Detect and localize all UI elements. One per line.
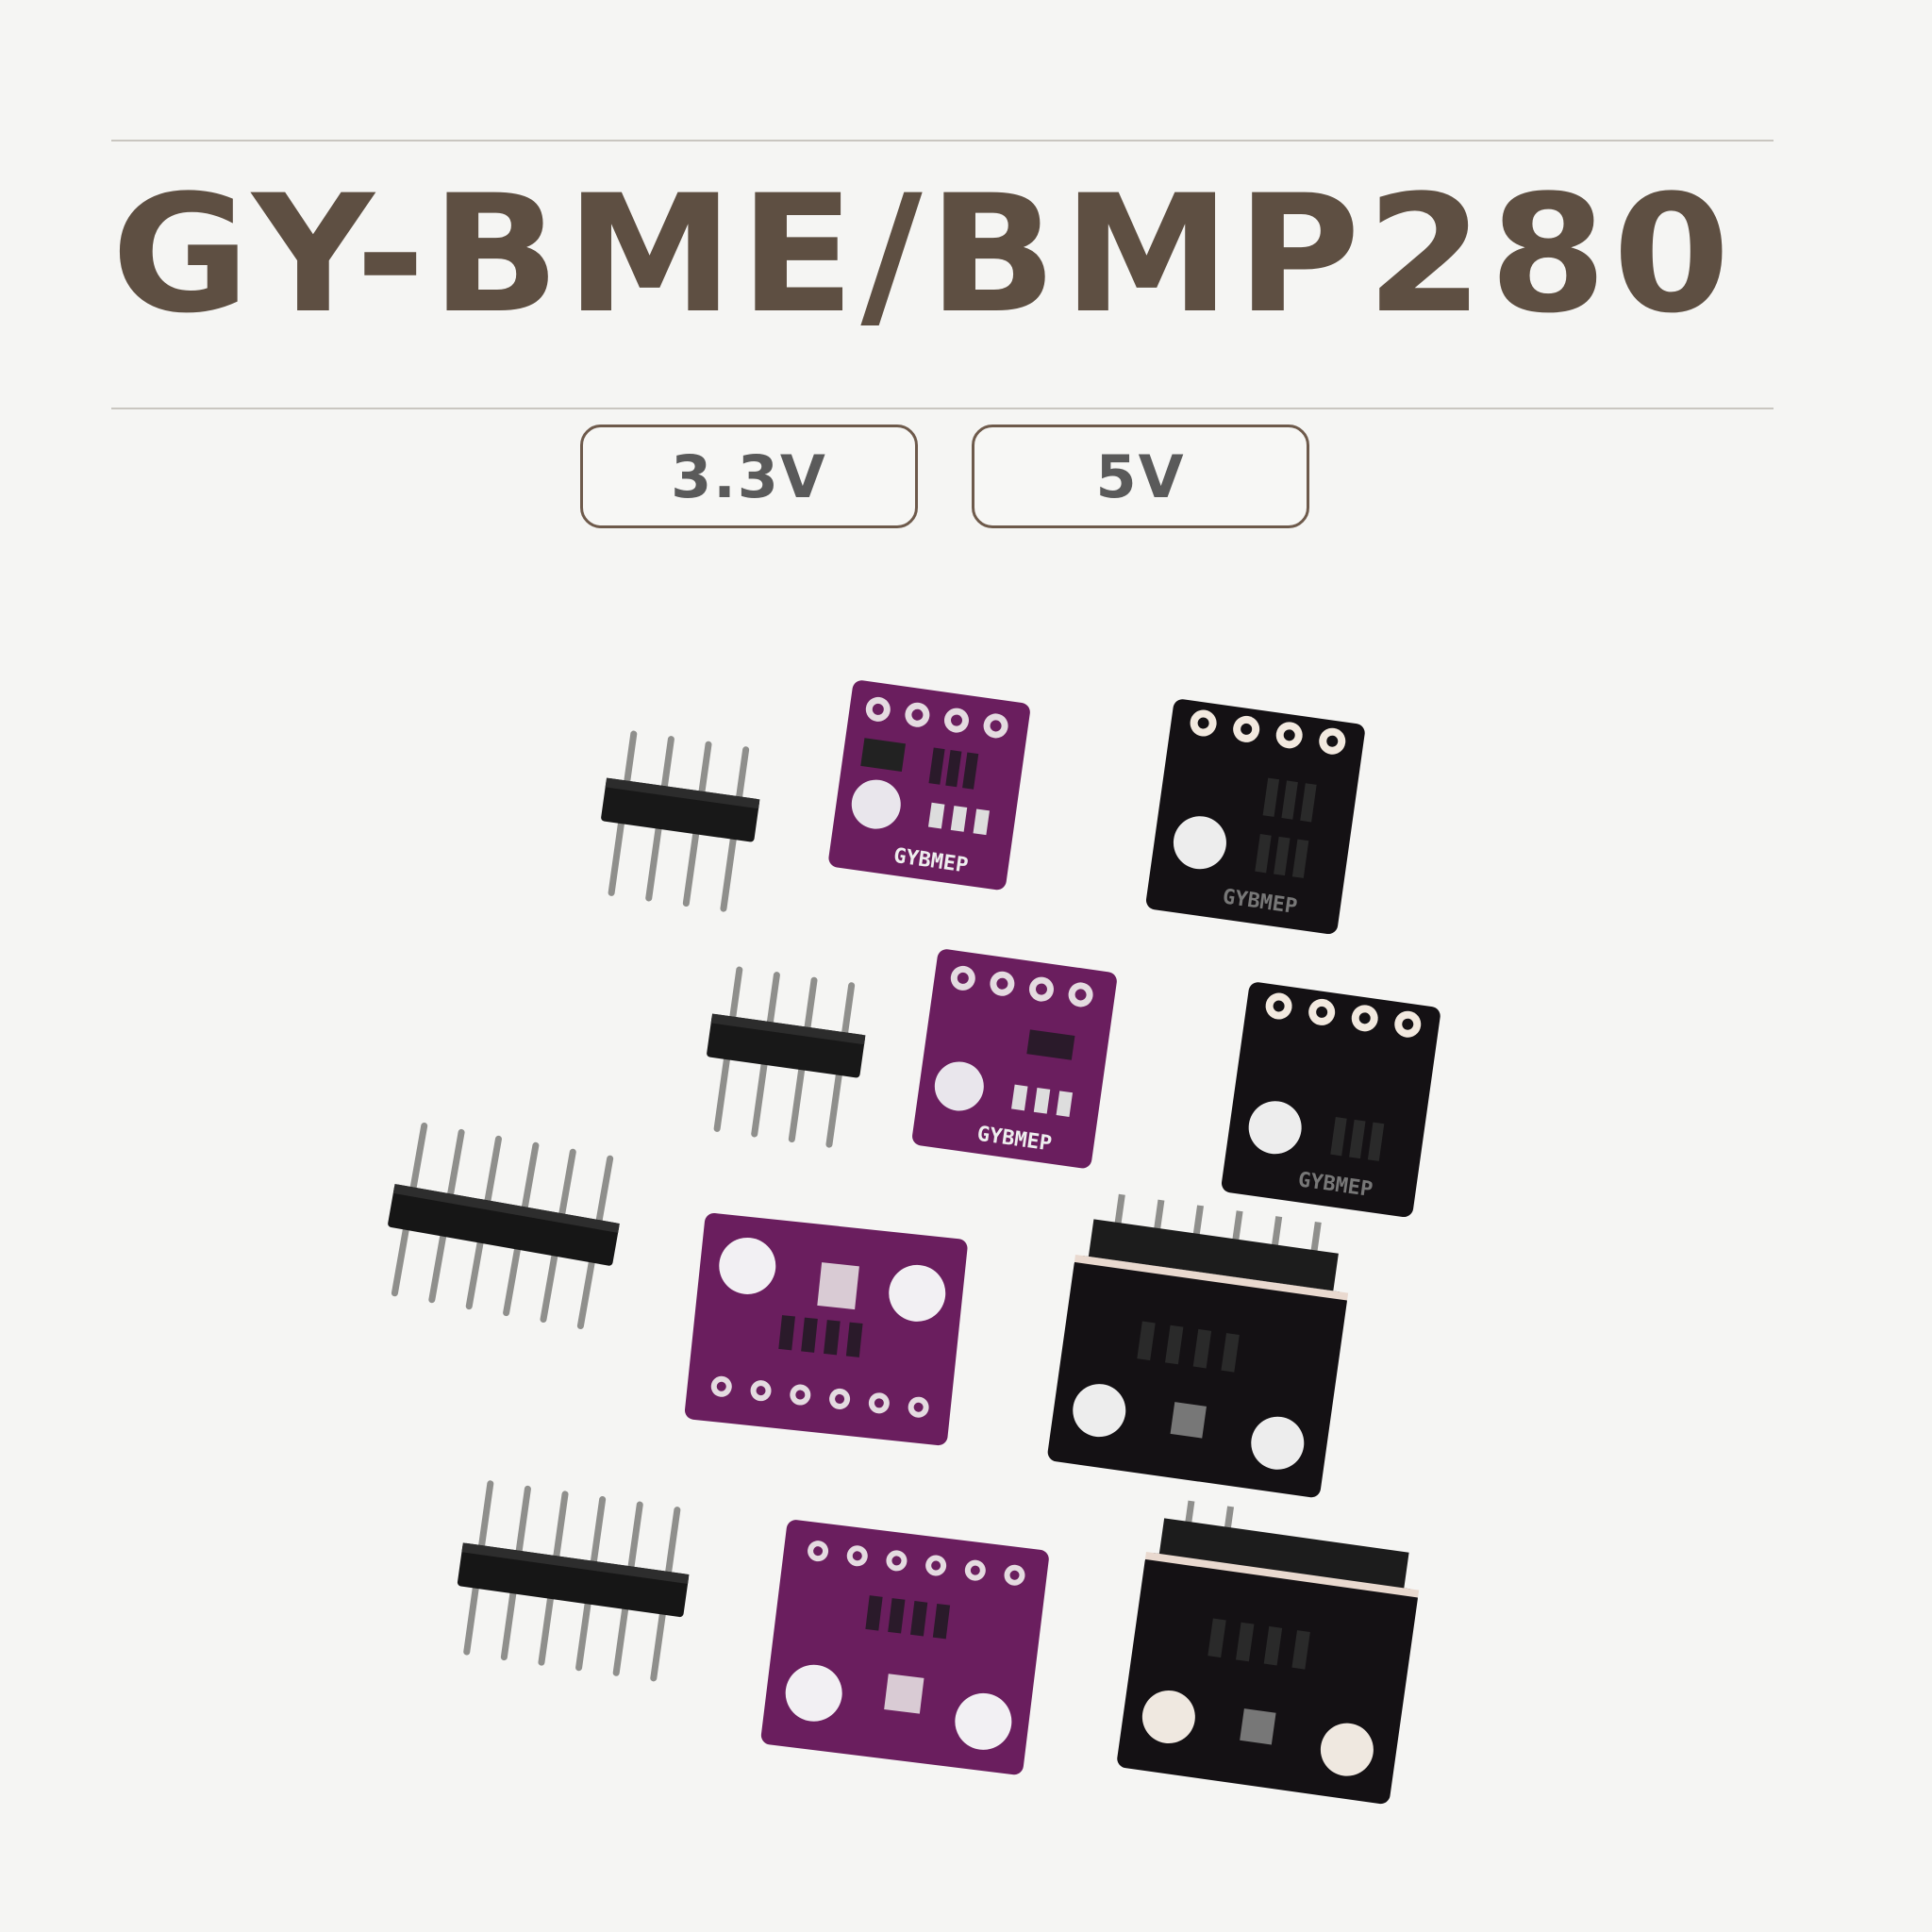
pin-header-6pin <box>448 1481 698 1681</box>
black-module-bmp280: GYBMEP <box>1145 699 1365 935</box>
black-module-bmp280: GYBMEP <box>1221 982 1441 1218</box>
voltage-badge-3v3-label: 3.3V <box>671 441 827 511</box>
purple-module-bme280: GYBMEP <box>912 949 1117 1169</box>
black-module-6pin <box>1117 1500 1420 1805</box>
pin-header-4pin <box>696 967 872 1147</box>
page-title: GY-BME/BMP280 <box>111 159 1737 349</box>
product-photo: GYBMEP GYBMEP GYBMEP GYBMEP <box>0 680 1441 1805</box>
pin-header-6pin <box>376 1123 631 1329</box>
voltage-badge-3v3: 3.3V <box>580 425 918 528</box>
purple-module-6pin <box>684 1212 968 1446</box>
pin-header-4pin <box>591 731 766 911</box>
purple-module-bme280: GYBMEP <box>828 680 1030 891</box>
top-divider <box>111 140 1774 142</box>
voltage-badge-5v: 5V <box>972 425 1309 528</box>
black-module-6pin <box>1047 1193 1349 1498</box>
purple-module-6pin <box>760 1520 1049 1775</box>
bottom-divider <box>111 408 1774 409</box>
voltage-badge-5v-label: 5V <box>1095 441 1186 511</box>
